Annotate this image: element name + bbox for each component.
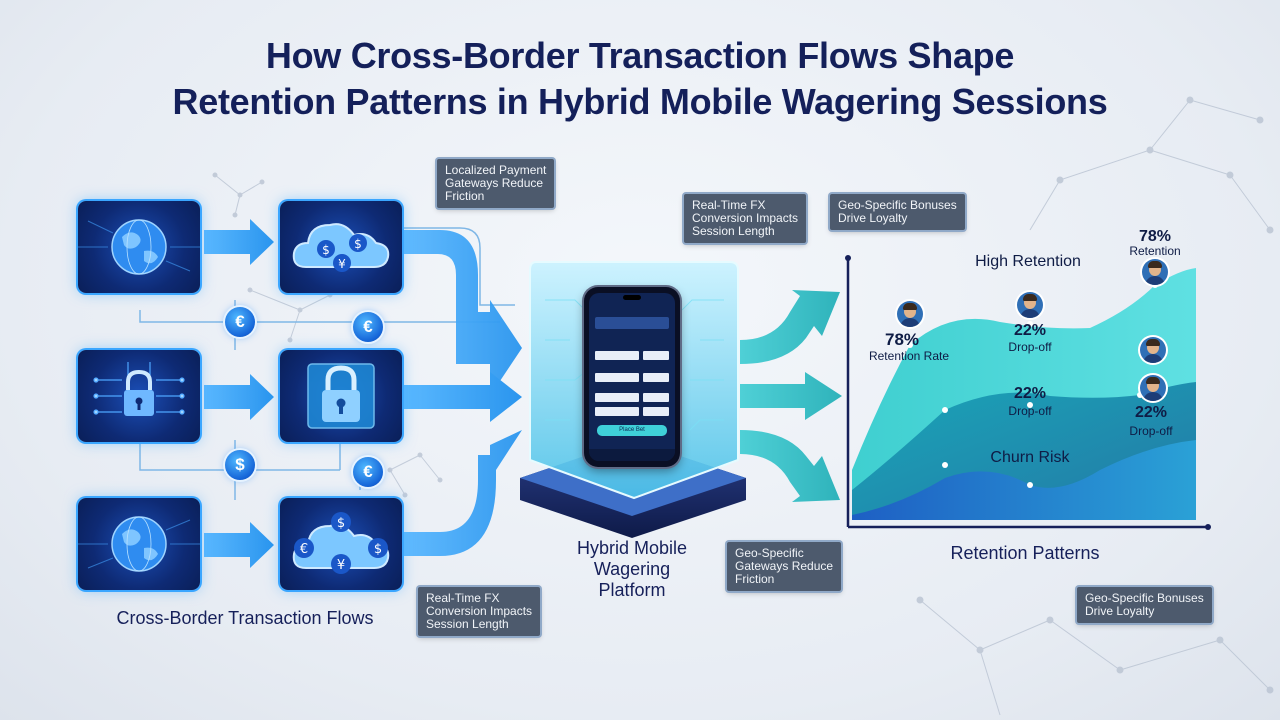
phone-device: Place Bet [584,287,680,467]
globe-icon [78,516,200,572]
place-bet-button[interactable]: Place Bet [597,425,667,436]
user-avatar-icon [1017,292,1043,318]
user-avatar-icon [1140,337,1166,363]
svg-text:¥: ¥ [338,257,346,271]
callout-geo-bonuses-top: Geo-Specific Bonuses Drive Loyalty [830,194,965,230]
euro-coin-icon: € [353,312,383,342]
user-avatar-icon [1142,259,1168,285]
cloud-currency-icon: $ $ ¥ [292,223,390,272]
globe-icon [78,219,200,275]
phone-notch [623,295,641,300]
svg-text:$: $ [322,243,330,257]
euro-coin-icon: € [225,307,255,337]
right-section-caption: Retention Patterns [950,543,1100,563]
callout-geo-bonuses-bottom: Geo-Specific Bonuses Drive Loyalty [1077,587,1212,623]
callout-realtime-fx-bottom: Real-Time FX Conversion Impacts Session … [418,587,541,636]
label-78-pct-b: 78% [1138,228,1172,245]
circuit-lock-tile [78,350,200,442]
label-churn-risk: Churn Risk [990,449,1070,466]
padlock-tile [280,350,402,442]
left-section-caption: Cross-Border Transaction Flows [116,608,374,628]
label-22-pct-a: 22% [1013,322,1047,339]
svg-text:$: $ [337,516,345,531]
globe-tile-top [78,201,200,293]
callout-geo-gateways: Geo-Specific Gateways Reduce Friction [727,542,842,591]
svg-text:€: € [300,542,308,557]
circuit-lock-icon [93,362,185,416]
label-retention: Retention [1129,244,1181,258]
svg-text:¥: ¥ [337,558,345,573]
label-high-retention: High Retention [975,253,1081,270]
cloud-currency-icon: $ € ¥ $ [292,512,390,574]
center-section-caption: Hybrid Mobile Wagering Platform [576,538,688,600]
label-22-pct-b: 22% [1013,385,1047,402]
cloud-currency-tile-top: $ $ ¥ [280,201,402,293]
callout-realtime-fx-top: Real-Time FX Conversion Impacts Session … [684,194,807,243]
euro-coin-icon: € [353,457,383,487]
label-dropoff-c: Drop-off [1129,424,1173,438]
page-title-line-2: Retention Patterns in Hybrid Mobile Wage… [172,81,1108,122]
label-22-pct-c: 22% [1134,404,1168,421]
churn-risk-area [852,440,1196,520]
dollar-coin-icon: $ [225,450,255,480]
callout-localized-payment: Localized Payment Gateways Reduce Fricti… [437,159,555,208]
phone-screen: Place Bet [589,293,675,461]
label-retention-rate: Retention Rate [868,349,950,363]
svg-text:$: $ [374,542,382,557]
phone-nav-bar [589,449,675,461]
padlock-icon [307,363,375,429]
phone-header-bar [595,317,669,329]
svg-text:$: $ [354,237,362,251]
label-dropoff-b: Drop-off [1008,404,1052,418]
label-dropoff-a: Drop-off [1008,340,1052,354]
page-title-line-1: How Cross-Border Transaction Flows Shape [265,35,1015,76]
user-avatar-icon [897,301,923,327]
globe-tile-bottom [78,498,200,590]
label-78-pct-a: 78% [884,330,920,349]
user-avatar-icon [1140,375,1166,401]
cloud-currency-tile-bottom: $ € ¥ $ [280,498,402,590]
